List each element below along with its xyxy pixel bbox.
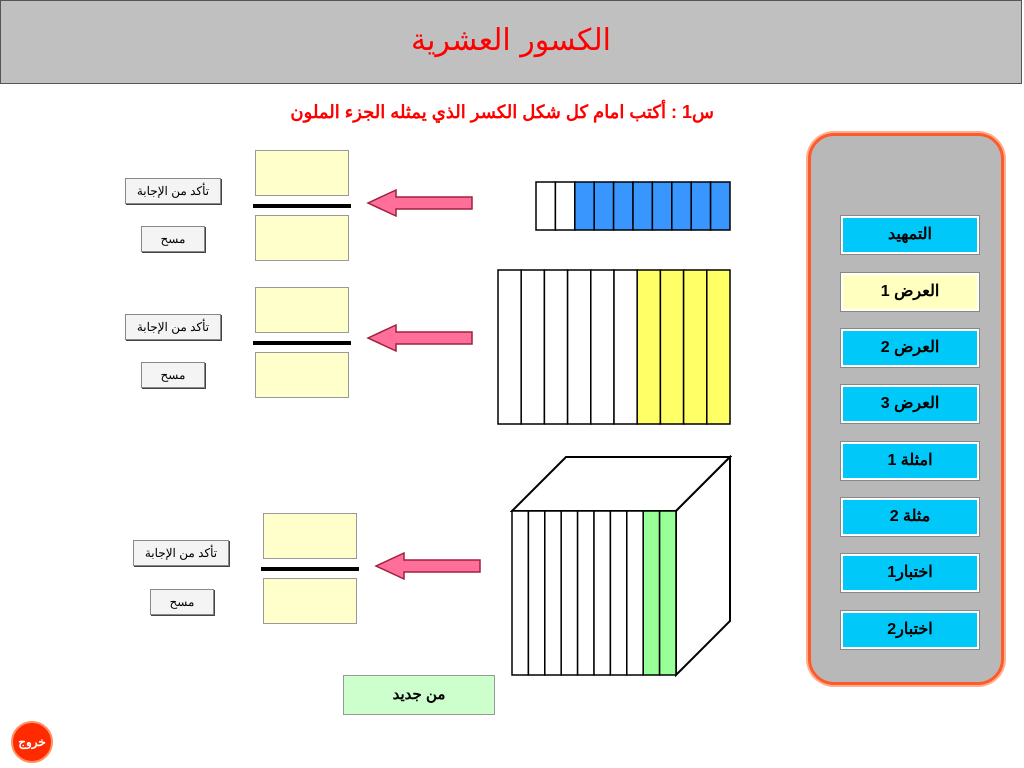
fraction-cell-3-10 [658,510,677,676]
fraction-cell-3-9 [642,510,661,676]
denominator-input-1[interactable] [255,215,349,261]
fraction-cell-2-1 [497,269,522,425]
clear-button-3[interactable]: مسح [150,589,214,615]
left-arrow-icon [366,188,473,218]
fraction-cell-1-8 [671,181,692,231]
fraction-cell-2-7 [636,269,662,425]
exit-button[interactable]: خروج [11,721,53,763]
nav-button-presentation-1[interactable]: العرض 1 [840,272,980,312]
check-answer-button-1[interactable]: تأكد من الإجابة [125,178,221,204]
fraction-cell-3-4 [560,510,579,676]
title-bar: الكسور العشرية [0,0,1022,84]
denominator-input-3[interactable] [263,578,357,624]
strip-1-cells [535,181,731,231]
check-answer-button-2[interactable]: تأكد من الإجابة [125,314,221,340]
restart-button[interactable]: من جديد [343,675,495,715]
numerator-input-2[interactable] [255,287,349,333]
fraction-strip-1 [535,181,731,231]
clear-button-1[interactable]: مسح [141,226,205,252]
fraction-cell-2-4 [566,269,592,425]
fraction-cell-1-4 [593,181,615,231]
fraction-cell-1-2 [554,181,576,231]
nav-button-examples-1[interactable]: امثلة 1 [840,441,980,481]
nav-button-examples-2[interactable]: مثلة 2 [840,497,980,537]
fraction-cell-3-6 [593,510,612,676]
fraction-cell-2-8 [659,269,685,425]
fraction-cell-2-3 [543,269,569,425]
fraction-cube-3 [510,455,732,677]
fraction-cell-1-6 [632,181,654,231]
nav-button-test-1[interactable]: اختبار1 [840,553,980,593]
cube-front-cells [511,510,677,676]
fraction-cell-1-7 [651,181,673,231]
navigation-panel: التمهيد العرض 1 العرض 2 العرض 3 امثلة 1 … [808,133,1004,685]
fraction-cell-1-3 [574,181,595,231]
fraction-cell-1-9 [690,181,712,231]
fraction-cell-2-9 [682,269,708,425]
fraction-cell-3-7 [609,510,628,676]
left-arrow-icon [374,551,481,581]
fraction-cell-1-10 [709,181,731,231]
nav-button-presentation-2[interactable]: العرض 2 [840,328,980,368]
fraction-cell-3-3 [544,510,562,676]
fraction-cell-2-5 [590,269,615,425]
fraction-cell-3-1 [511,510,530,676]
fraction-cell-3-8 [626,510,644,676]
fraction-cell-1-1 [535,181,557,231]
fraction-cell-2-2 [520,269,546,425]
fraction-bar-1 [253,204,351,208]
numerator-input-1[interactable] [255,150,349,196]
fraction-bar-3 [261,567,359,571]
nav-button-intro[interactable]: التمهيد [840,215,980,255]
check-answer-button-3[interactable]: تأكد من الإجابة [133,540,229,566]
fraction-cell-2-10 [706,269,731,425]
fraction-cell-1-5 [612,181,634,231]
clear-button-2[interactable]: مسح [141,362,205,388]
fraction-bar-2 [253,341,351,345]
left-arrow-icon [366,323,473,353]
rectangle-2-cells [497,269,731,425]
page-title: الكسور العشرية [410,23,612,58]
nav-button-test-2[interactable]: اختبار2 [840,610,980,650]
fraction-cell-3-2 [527,510,546,676]
fraction-cell-2-6 [613,269,638,425]
denominator-input-2[interactable] [255,352,349,398]
nav-button-presentation-3[interactable]: العرض 3 [840,384,980,424]
fraction-rectangle-2 [497,269,731,425]
question-text: س1 : أكتب امام كل شكل الكسر الذي يمثله ا… [290,102,714,122]
fraction-cell-3-5 [576,510,595,676]
numerator-input-3[interactable] [263,513,357,559]
